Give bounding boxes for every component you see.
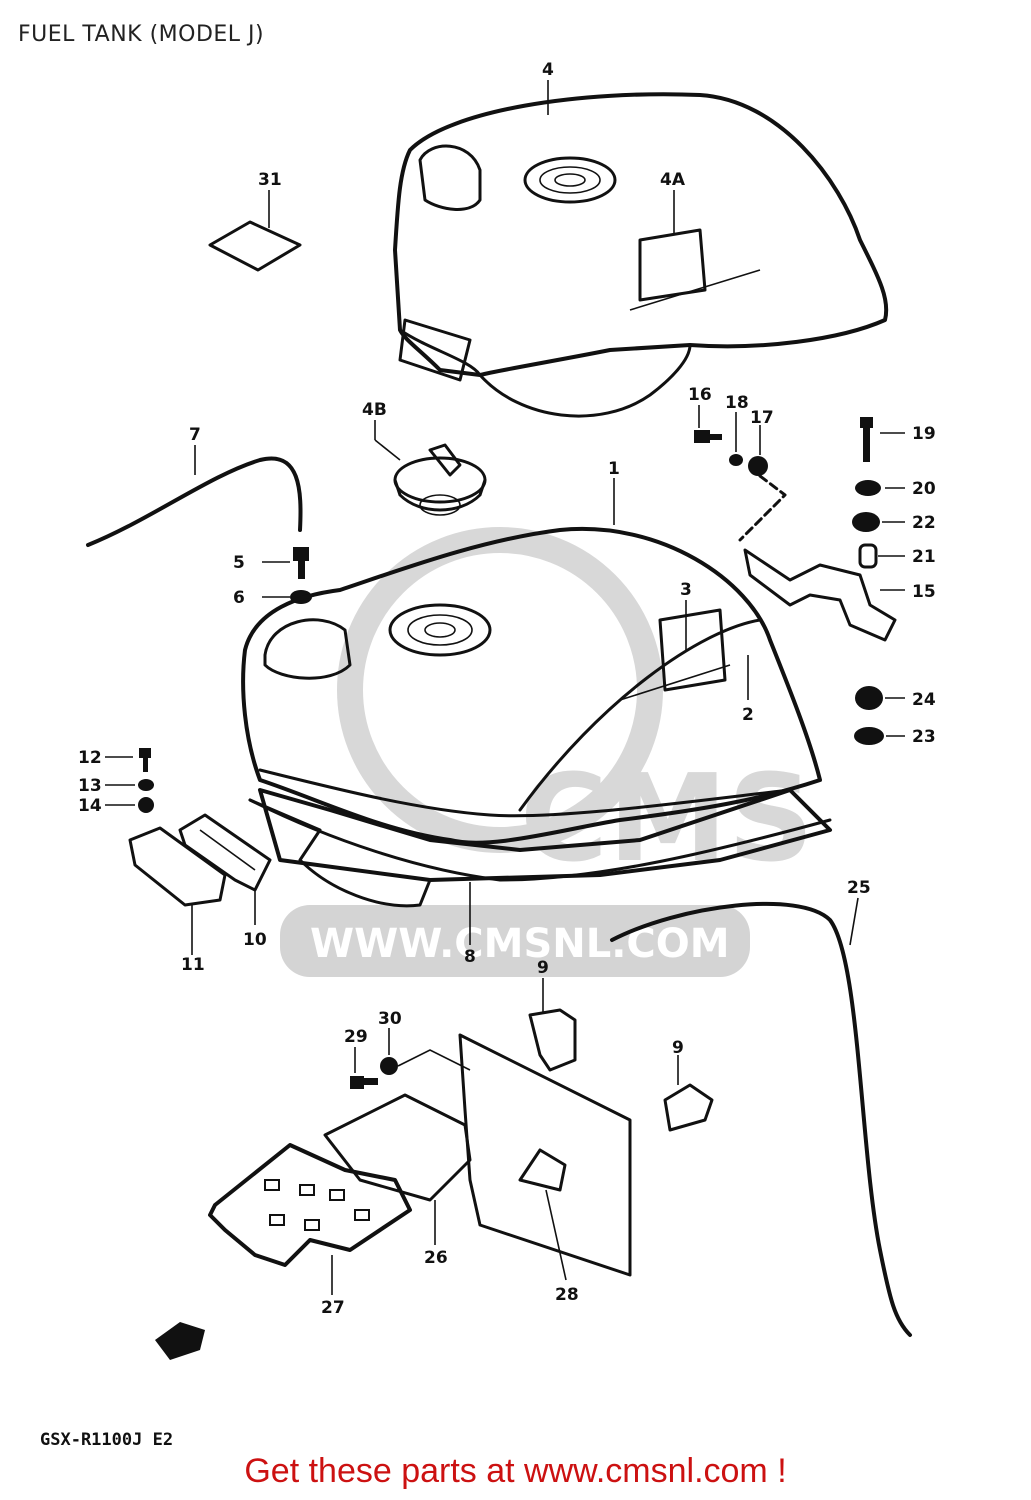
callout-6: 6 (233, 588, 245, 608)
callout-22: 22 (912, 513, 936, 533)
part-29-screw (350, 1076, 378, 1089)
part-20-washer (855, 480, 881, 496)
part-24-cushion (855, 686, 883, 710)
part-16-bolt (694, 430, 722, 443)
part-27-tray (208, 1143, 412, 1267)
part-14-nut (138, 797, 154, 813)
part-19-bolt (860, 417, 873, 462)
part-4-tank-cover (393, 92, 889, 418)
part-13-washer (138, 779, 154, 791)
part-7-breather-hose (86, 456, 303, 547)
part-29-30-leader (397, 1049, 471, 1071)
callout-4: 4 (542, 60, 554, 80)
part-15-leader-dashed (738, 474, 787, 542)
callout-14: 14 (78, 796, 102, 816)
watermark-text: WWW.CMSNL.COM (310, 921, 730, 967)
part-23-cushion (854, 727, 884, 745)
part-28-plate (458, 1033, 632, 1277)
callout-31: 31 (258, 170, 282, 190)
callout-16: 16 (688, 385, 712, 405)
callout-labels: 4 4A 4B 31 7 1 5 6 3 2 16 18 17 19 20 22… (78, 60, 936, 1318)
callout-15: 15 (912, 582, 936, 602)
callout-30: 30 (378, 1009, 402, 1029)
callout-12: 12 (78, 748, 102, 768)
callout-10: 10 (243, 930, 267, 950)
part-11-bracket (128, 826, 227, 907)
part-31-label-sticker (208, 220, 302, 272)
callout-21: 21 (912, 547, 936, 567)
part-4b-fuel-cap (393, 443, 487, 516)
part-18-washer (729, 454, 743, 466)
callout-18: 18 (725, 393, 749, 413)
part-22-cushion (852, 512, 880, 532)
callout-9-lower: 9 (672, 1038, 684, 1058)
part-8-damper-strip (258, 788, 832, 882)
front-direction-arrow-icon (155, 1322, 205, 1360)
part-9-clamp-lower (663, 1083, 714, 1132)
callout-26: 26 (424, 1248, 448, 1268)
part-30-nut (380, 1057, 398, 1075)
callout-28: 28 (555, 1285, 579, 1305)
callout-11: 11 (181, 955, 205, 975)
call-to-action-link[interactable]: Get these parts at www.cmsnl.com ! (244, 1452, 787, 1490)
part-21-collar (858, 543, 878, 569)
part-12-bolt (139, 748, 151, 772)
callout-leader-lines (105, 80, 905, 1295)
callout-3: 3 (680, 580, 692, 600)
callout-9-upper: 9 (537, 958, 549, 978)
part-25-drain-hose (610, 901, 912, 1337)
part-17-nut (748, 456, 768, 476)
callout-8: 8 (464, 947, 476, 967)
part-2-trim-strip (518, 618, 762, 812)
cmsnl-watermark: CMS WWW.CMSNL.COM (280, 527, 814, 977)
callout-2: 2 (742, 705, 754, 725)
callout-25: 25 (847, 878, 871, 898)
part-26-pad (323, 1093, 472, 1202)
callout-23: 23 (912, 727, 936, 747)
page-title: FUEL TANK (MODEL J) (18, 22, 265, 47)
callout-20: 20 (912, 479, 936, 499)
part-9-clamp-upper (528, 1008, 577, 1072)
callout-4b: 4B (362, 400, 387, 420)
model-code: GSX-R1100J E2 (40, 1430, 174, 1450)
callout-27: 27 (321, 1298, 345, 1318)
part-5-bolt (293, 547, 309, 579)
part-15-bracket (743, 548, 897, 642)
callout-1: 1 (608, 459, 620, 479)
callout-24: 24 (912, 690, 936, 710)
callout-17: 17 (750, 408, 774, 428)
callout-29: 29 (344, 1027, 368, 1047)
callout-19: 19 (912, 424, 936, 444)
part-28-tab (518, 1148, 567, 1192)
callout-7: 7 (189, 425, 201, 445)
callout-13: 13 (78, 776, 102, 796)
callout-5: 5 (233, 553, 245, 573)
watermark-banner (280, 905, 750, 977)
callout-4a: 4A (660, 170, 686, 190)
